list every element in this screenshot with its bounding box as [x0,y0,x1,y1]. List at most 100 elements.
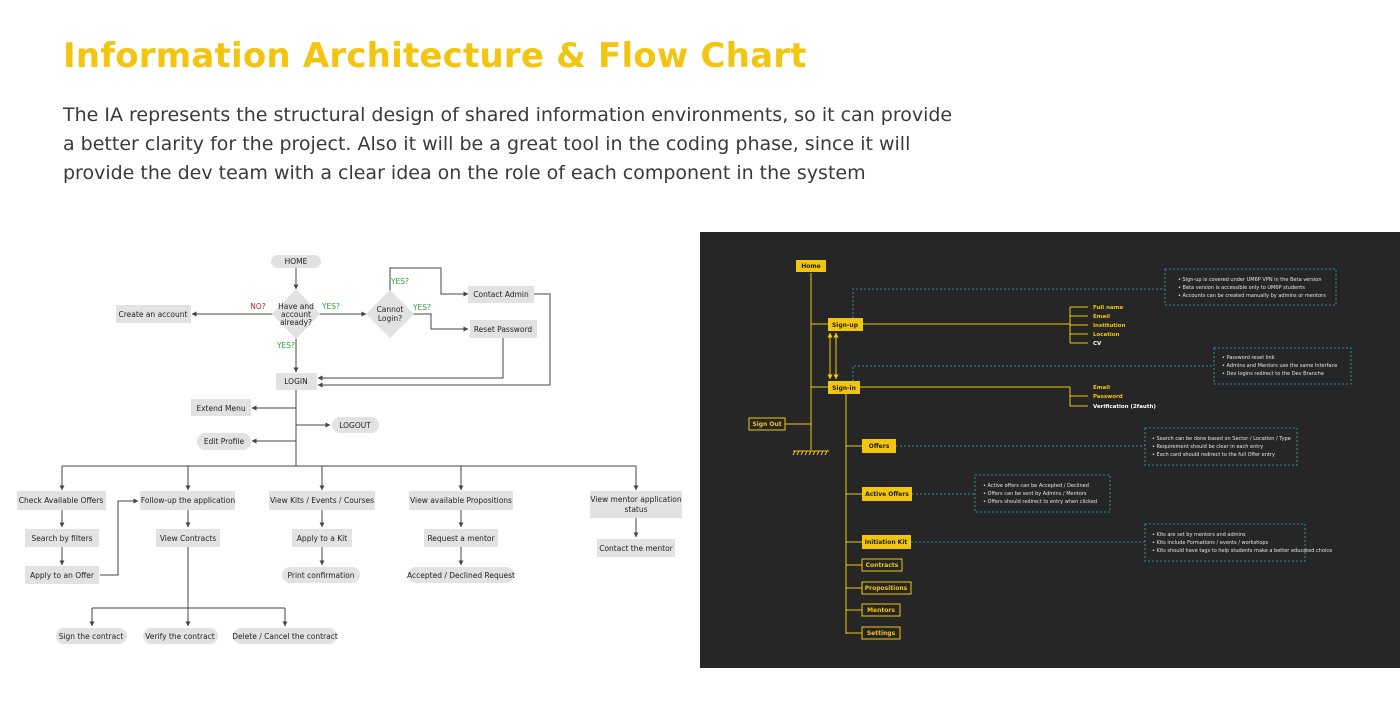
have-account-decision[interactable]: Have and account already? [272,289,320,339]
node-label: Initiation Kit [865,539,908,546]
ia-settings-node[interactable]: Settings [861,626,901,640]
reset-password-node[interactable]: Reset Password [470,320,537,338]
create-account-node[interactable]: Create an account [116,305,191,323]
note-line: • Beta version is accessible only to UM6… [1178,285,1305,291]
ia-home-node[interactable]: Home [796,260,826,272]
signup-field: Location [1093,332,1120,338]
edit-profile-node[interactable]: Edit Profile [197,433,251,450]
follow-up-node[interactable]: Follow-up the application [140,491,235,510]
node-label: Contact the mentor [599,544,673,553]
signup-note: • Sign-up is covered under UM6P VPN in t… [1164,268,1337,306]
ia-mentors-node[interactable]: Mentors [861,603,901,617]
node-label: Print confirmation [287,571,354,580]
note-line: • Sign-up is covered under UM6P VPN in t… [1178,277,1322,283]
extend-menu-node[interactable]: Extend Menu [191,399,251,416]
ia-diagram: Home Sign-up Sign-in Offers Active Offer… [700,232,1400,668]
yes-label: YES? [321,302,340,311]
node-label: Mentors [867,607,895,614]
note-line: • Dev logins redirect to the Dev Branche [1222,371,1324,377]
node-label: View Kits / Events / Courses [270,496,374,505]
delete-contract-node[interactable]: Delete / Cancel the contract [232,628,338,644]
sign-contract-node[interactable]: Sign the contract [56,628,127,644]
signup-field: Institution [1093,323,1126,329]
ia-initiation-kit-node[interactable]: Initiation Kit [862,535,911,549]
print-confirmation-node[interactable]: Print confirmation [282,567,360,583]
node-label: Request a mentor [427,534,495,543]
mentor-status-node[interactable]: View mentor application status [590,491,682,518]
accepted-declined-node[interactable]: Accepted / Declined Request [407,567,515,583]
login-node[interactable]: LOGIN [276,373,317,390]
signin-field: Verification (2fauth) [1093,404,1156,410]
description-line: a better clarity for the project. Also i… [63,133,911,155]
node-label: Offers [869,443,890,450]
signin-field: Password [1093,394,1123,400]
yes-label: YES? [412,303,431,312]
decision-label: already? [280,318,312,327]
note-line: • Offers should redirect to entry when c… [983,499,1097,505]
note-line: • Kits are set by mentors and admins [1152,532,1246,538]
logout-node[interactable]: LOGOUT [332,417,379,433]
node-label: Sign-in [832,385,856,392]
view-contracts-node[interactable]: View Contracts [156,529,220,547]
node-label: Extend Menu [196,404,245,413]
node-label: Follow-up the application [141,496,235,505]
view-propositions-node[interactable]: View available Propositions [409,491,513,510]
active-offers-note: • Active offers can be Accepted / Declin… [974,474,1111,513]
node-label: Delete / Cancel the contract [232,632,338,641]
node-label: LOGOUT [339,421,371,430]
apply-kit-node[interactable]: Apply to a Kit [292,529,352,547]
note-connectors [852,288,1214,543]
note-line: • Password reset link [1222,355,1275,361]
view-kits-node[interactable]: View Kits / Events / Courses [269,491,375,510]
contact-mentor-node[interactable]: Contact the mentor [597,539,675,557]
node-label: Verify the contract [145,632,215,641]
node-label: HOME [285,257,308,266]
node-label: Sign Out [752,421,781,428]
note-line: • Search can be done based on Sector / L… [1152,436,1291,442]
node-label: Settings [867,630,896,637]
note-line: • Accounts can be created manually by ad… [1178,293,1326,299]
signin-field: Email [1093,385,1110,391]
node-label: Edit Profile [204,437,245,446]
note-line: • Active offers can be Accepted / Declin… [983,483,1089,489]
node-label: Apply to a Kit [297,534,347,543]
ground-hatch [792,450,828,456]
ia-background [700,232,1400,668]
node-label: Contact Admin [473,290,529,299]
ia-offers-node[interactable]: Offers [862,439,896,453]
ia-contracts-node[interactable]: Contracts [861,558,903,572]
search-filters-node[interactable]: Search by filters [25,529,99,547]
home-node[interactable]: HOME [271,255,321,268]
apply-offer-node[interactable]: Apply to an Offer [25,566,99,584]
verify-contract-node[interactable]: Verify the contract [143,628,218,644]
signup-field: CV [1093,341,1102,347]
node-label: View mentor application [590,495,681,504]
ia-active-offers-node[interactable]: Active Offers [862,487,912,501]
ia-signout-node[interactable]: Sign Out [748,417,786,431]
node-label: Sign-up [832,322,859,329]
node-label: Accepted / Declined Request [407,571,515,580]
signup-field: Email [1093,314,1110,320]
node-label: Active Offers [865,491,909,498]
description-line: provide the dev team with a clear idea o… [63,162,866,184]
signin-note: • Password reset link • Admins and Mento… [1213,347,1352,385]
decision-label: Login? [378,314,402,323]
ia-signin-node[interactable]: Sign-in [828,381,860,394]
decision-label: account [281,310,311,319]
note-line: • Requirement should be clear in each en… [1152,444,1263,450]
ia-signup-node[interactable]: Sign-up [828,318,863,331]
request-mentor-node[interactable]: Request a mentor [424,529,498,547]
node-label: Propositions [865,585,908,592]
note-line: • Each card should redirect to the full … [1152,452,1275,458]
node-label: LOGIN [284,377,307,386]
contact-admin-node[interactable]: Contact Admin [468,286,534,303]
signup-field: Full name [1093,305,1123,311]
check-offers-node[interactable]: Check Available Offers [17,491,106,510]
offers-note: • Search can be done based on Sector / L… [1144,427,1298,466]
ia-propositions-node[interactable]: Propositions [861,581,912,595]
node-label: Check Available Offers [19,496,104,505]
page-title: Information Architecture & Flow Chart [63,36,807,76]
cannot-login-decision[interactable]: Cannot Login? [366,290,414,338]
node-label: Search by filters [31,534,92,543]
flow-chart: HOME Have and account already? Cannot Lo… [17,255,682,644]
